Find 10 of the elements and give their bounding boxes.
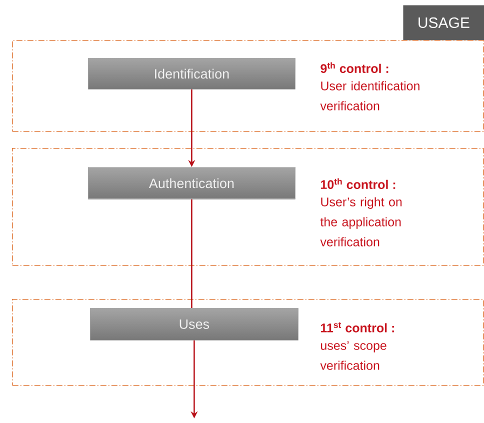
badge: USAGE (403, 5, 484, 40)
control-description: User’s right on the application verification (320, 197, 402, 246)
process-box: Uses (90, 308, 298, 340)
process-box: Authentication (88, 167, 296, 200)
control-description: User identification verification (320, 81, 420, 110)
control-description: uses’ scope verification (320, 341, 386, 370)
control-heading: 10$^{th}$ control : (321, 178, 396, 190)
process-box: Identification (88, 58, 296, 90)
control-heading: 9$^{th}$ control : (320, 62, 388, 74)
control-heading: 11$^{st}$ control : (321, 322, 394, 332)
